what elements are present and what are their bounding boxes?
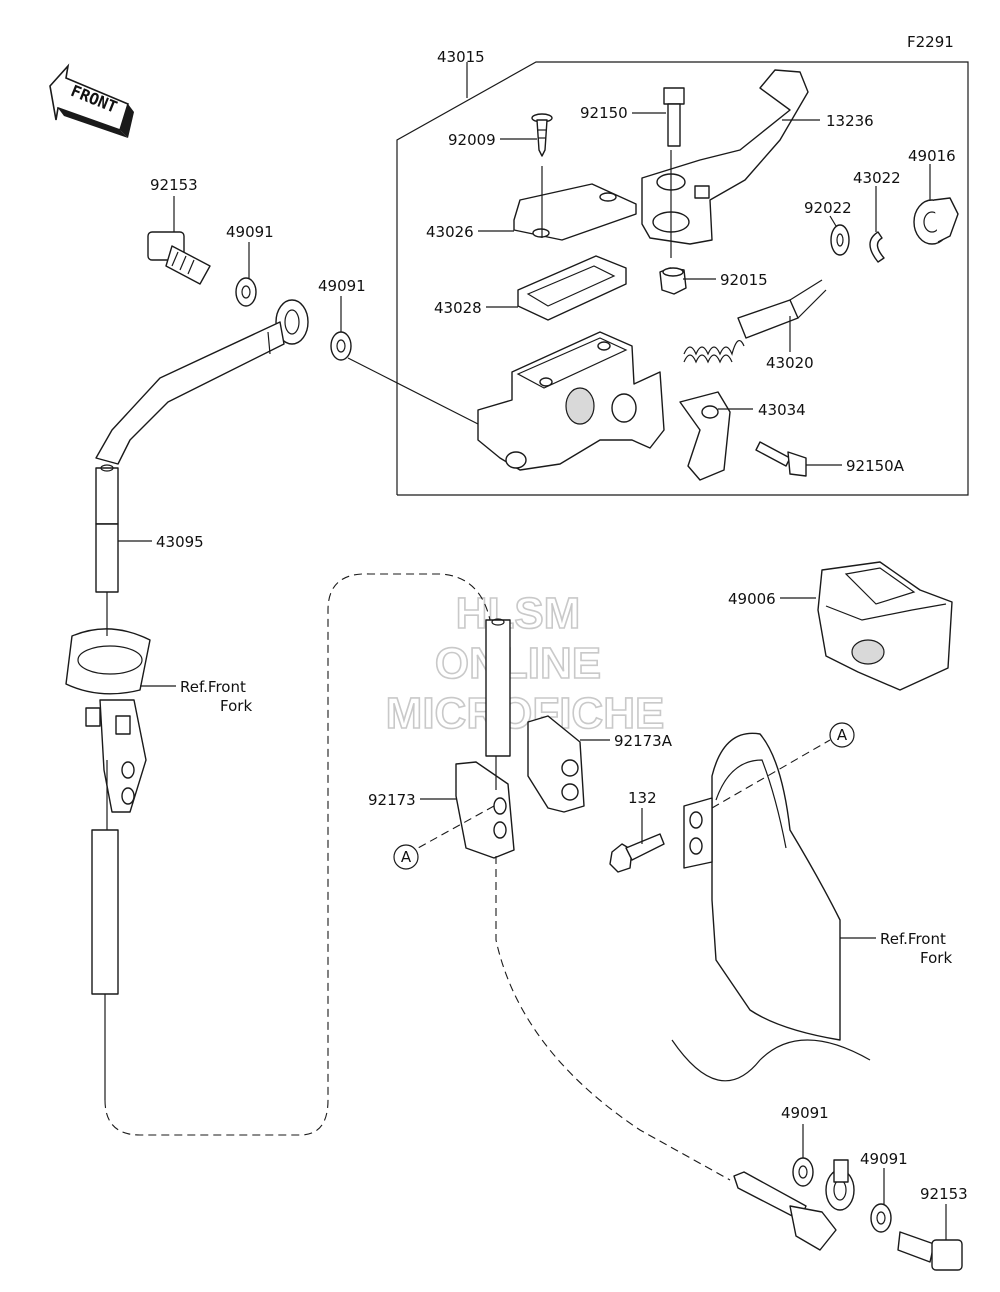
callout-13236: 13236 [826,112,874,130]
bolt-92150 [663,87,685,147]
circlip-43022 [869,231,885,263]
bracket-92173A [527,715,585,813]
bolt-132 [609,833,665,873]
banjo-fitting-bottom [733,1159,855,1251]
washer-49091-b [330,331,352,361]
circle-marker-icon-a-right: A [829,722,855,748]
callout-49091-d: 49091 [860,1150,908,1168]
callout-43026: 43026 [426,223,474,241]
ref-front-fork-1-line2: Fork [220,697,252,715]
callout-92150: 92150 [580,104,628,122]
hose-routing-dashed [104,573,491,1136]
grommet-49006 [817,561,953,691]
callout-49091-b: 49091 [318,277,366,295]
marker-a-right: A [837,726,848,744]
front-arrow-icon: FRONT [49,63,134,138]
banjo-bolt-92153-bottom [897,1231,963,1271]
master-cylinder-body [477,331,665,471]
ref-front-fork-2-line2: Fork [920,949,952,967]
callout-92153-top: 92153 [150,176,198,194]
brake-hose-43095 [95,299,309,593]
screw-92009 [531,113,553,157]
callout-49016: 49016 [908,147,956,165]
hose-segment-left [91,829,119,995]
washer-49091-d [870,1203,892,1233]
nut-92015 [659,267,687,295]
assembly-43015-frame [396,61,969,496]
hose-segment-center [485,618,511,757]
callout-92009: 92009 [448,131,496,149]
hose-routing-lower [495,856,731,1181]
boot-49016 [913,197,959,245]
watermark-line-2: ONLINE [435,639,601,688]
callout-43034: 43034 [758,401,806,419]
front-fork-guard [671,732,871,1082]
callout-43095: 43095 [156,533,204,551]
leader-lines [118,112,947,1240]
callout-132: 132 [628,789,657,807]
callout-43022: 43022 [853,169,901,187]
bolt-92150A [755,441,807,477]
callout-labels: 43015 92150 13236 92009 49016 43022 9202… [150,48,968,1203]
watermark: HLSM ONLINE MICROFICHE [385,588,665,739]
callout-43020: 43020 [766,354,814,372]
reservoir-cap-43026 [513,183,637,241]
watermark-line-3: MICROFICHE [386,689,665,738]
brake-lever [641,69,809,258]
callout-92015: 92015 [720,271,768,289]
marker-a-left: A [401,848,412,866]
ref-front-fork-2-line1: Ref.Front [880,930,946,948]
diaphragm-43028 [517,255,627,321]
callout-92173A: 92173A [614,732,673,750]
clamp-43034 [679,391,731,481]
callout-43028: 43028 [434,299,482,317]
hose-clamp-left [65,628,151,813]
watermark-line-1: HLSM [456,589,581,638]
circle-marker-icon-a-left: A [393,844,419,870]
callout-92173: 92173 [368,791,416,809]
callout-92022: 92022 [804,199,852,217]
figure-id: F2291 [907,33,954,51]
washer-49091-c [792,1157,814,1187]
callout-49006: 49006 [728,590,776,608]
callout-92153-bottom: 92153 [920,1185,968,1203]
callout-43015: 43015 [437,48,485,66]
washer-92022 [830,224,850,256]
callout-92150A: 92150A [846,457,905,475]
ref-front-fork-1-line1: Ref.Front [180,678,246,696]
washer-49091-a [235,277,257,307]
callout-49091-a: 49091 [226,223,274,241]
banjo-bolt-92153-top [147,231,211,285]
bracket-92173 [455,761,515,859]
callout-49091-c: 49091 [781,1104,829,1122]
piston-43020 [683,279,827,364]
